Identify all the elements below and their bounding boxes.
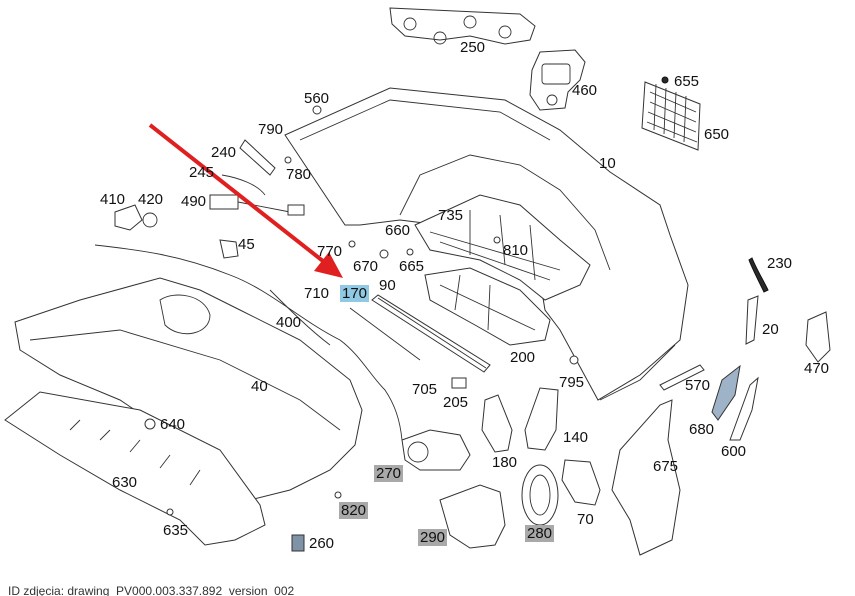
part-470-bracket xyxy=(805,311,831,363)
callout-635: 635 xyxy=(163,522,189,539)
callout-200: 200 xyxy=(510,349,536,366)
callout-290: 290 xyxy=(418,529,448,546)
part-400-branch xyxy=(269,289,331,346)
part-170-trim xyxy=(349,307,421,361)
callout-675: 675 xyxy=(653,458,679,475)
callout-665: 665 xyxy=(399,258,425,275)
callout-45: 45 xyxy=(238,236,255,253)
part-90-strip-line xyxy=(377,297,487,369)
callout-630: 630 xyxy=(112,474,138,491)
callout-40: 40 xyxy=(251,378,268,395)
callout-410: 410 xyxy=(100,191,126,208)
part-675-panel xyxy=(611,399,681,556)
red-arrow xyxy=(148,123,343,278)
callout-705: 705 xyxy=(412,381,438,398)
callout-770: 770 xyxy=(317,243,343,260)
image-id-caption: ID zdjęcia: drawing_PV000.003.337.892_ve… xyxy=(8,584,295,596)
callout-170-selected[interactable]: 170 xyxy=(340,285,370,302)
part-630-diffuser xyxy=(4,391,266,546)
part-140-bracket xyxy=(524,387,559,451)
callout-710: 710 xyxy=(304,285,330,302)
part-670-washer xyxy=(379,249,389,259)
part-635-fastener xyxy=(166,508,174,516)
callout-180: 180 xyxy=(492,454,518,471)
part-270-exhaust-trim xyxy=(401,429,471,471)
callout-680: 680 xyxy=(689,421,715,438)
callout-735: 735 xyxy=(438,207,464,224)
part-680-trim xyxy=(711,364,741,421)
part-200-carrier-lower xyxy=(424,267,551,346)
callout-670: 670 xyxy=(353,258,379,275)
callout-400: 400 xyxy=(276,314,302,331)
callout-20: 20 xyxy=(762,321,779,338)
part-20-bracket xyxy=(745,295,759,345)
callout-245: 245 xyxy=(189,164,215,181)
part-90-strip xyxy=(371,294,491,373)
callout-780: 780 xyxy=(286,166,312,183)
part-820-fastener xyxy=(334,491,342,499)
callout-790: 790 xyxy=(258,121,284,138)
part-655-clip xyxy=(661,76,669,84)
part-650-grille xyxy=(641,81,701,151)
callout-810: 810 xyxy=(503,242,529,259)
part-180-bracket xyxy=(481,394,513,453)
callout-650: 650 xyxy=(704,126,730,143)
callout-70: 70 xyxy=(577,511,594,528)
callout-795: 795 xyxy=(559,374,585,391)
part-460-bracket xyxy=(529,49,586,111)
part-245-trim xyxy=(221,174,266,196)
callout-250: 250 xyxy=(460,39,486,56)
callout-280: 280 xyxy=(525,525,555,542)
part-410-sensor xyxy=(114,204,158,231)
callout-660: 660 xyxy=(385,222,411,239)
part-640-fastener xyxy=(144,418,156,430)
part-10-bumper-cover xyxy=(284,87,689,401)
callout-140: 140 xyxy=(563,429,589,446)
callout-270: 270 xyxy=(374,465,404,482)
part-205-clip xyxy=(451,377,467,389)
part-250-bracket xyxy=(389,7,536,45)
part-280-ring xyxy=(521,464,559,526)
callout-600: 600 xyxy=(721,443,747,460)
callout-560: 560 xyxy=(304,90,330,107)
part-770-fastener xyxy=(348,240,356,248)
callout-490: 490 xyxy=(181,193,207,210)
callout-820: 820 xyxy=(339,502,369,519)
callout-230: 230 xyxy=(767,255,793,272)
part-735-carrier xyxy=(414,194,591,301)
part-40-lower-bumper xyxy=(14,277,363,501)
part-290-bracket xyxy=(439,484,506,549)
callout-10: 10 xyxy=(599,155,616,172)
callout-570: 570 xyxy=(685,377,711,394)
part-240-trim xyxy=(239,139,276,176)
part-600-trim xyxy=(729,376,759,441)
callout-90: 90 xyxy=(379,277,396,294)
callout-420: 420 xyxy=(138,191,164,208)
callout-470: 470 xyxy=(804,360,830,377)
part-230-clip xyxy=(748,257,769,293)
part-560-fastener xyxy=(312,105,322,115)
part-570-reflector xyxy=(659,364,705,391)
callout-260: 260 xyxy=(309,535,335,552)
part-45-bracket xyxy=(219,239,239,259)
part-400-harness xyxy=(94,244,403,441)
part-490-module xyxy=(209,194,305,216)
part-260-label xyxy=(291,534,305,552)
callout-460: 460 xyxy=(572,82,598,99)
callout-655: 655 xyxy=(674,73,700,90)
part-665-fastener xyxy=(406,248,414,256)
part-280-ring-inner xyxy=(529,474,551,516)
callout-240: 240 xyxy=(211,144,237,161)
part-795-fastener xyxy=(569,355,579,365)
part-810-fastener xyxy=(493,236,501,244)
callout-640: 640 xyxy=(160,416,186,433)
part-70-ring xyxy=(561,459,601,506)
callout-205: 205 xyxy=(443,394,469,411)
part-780-fastener xyxy=(284,156,292,164)
